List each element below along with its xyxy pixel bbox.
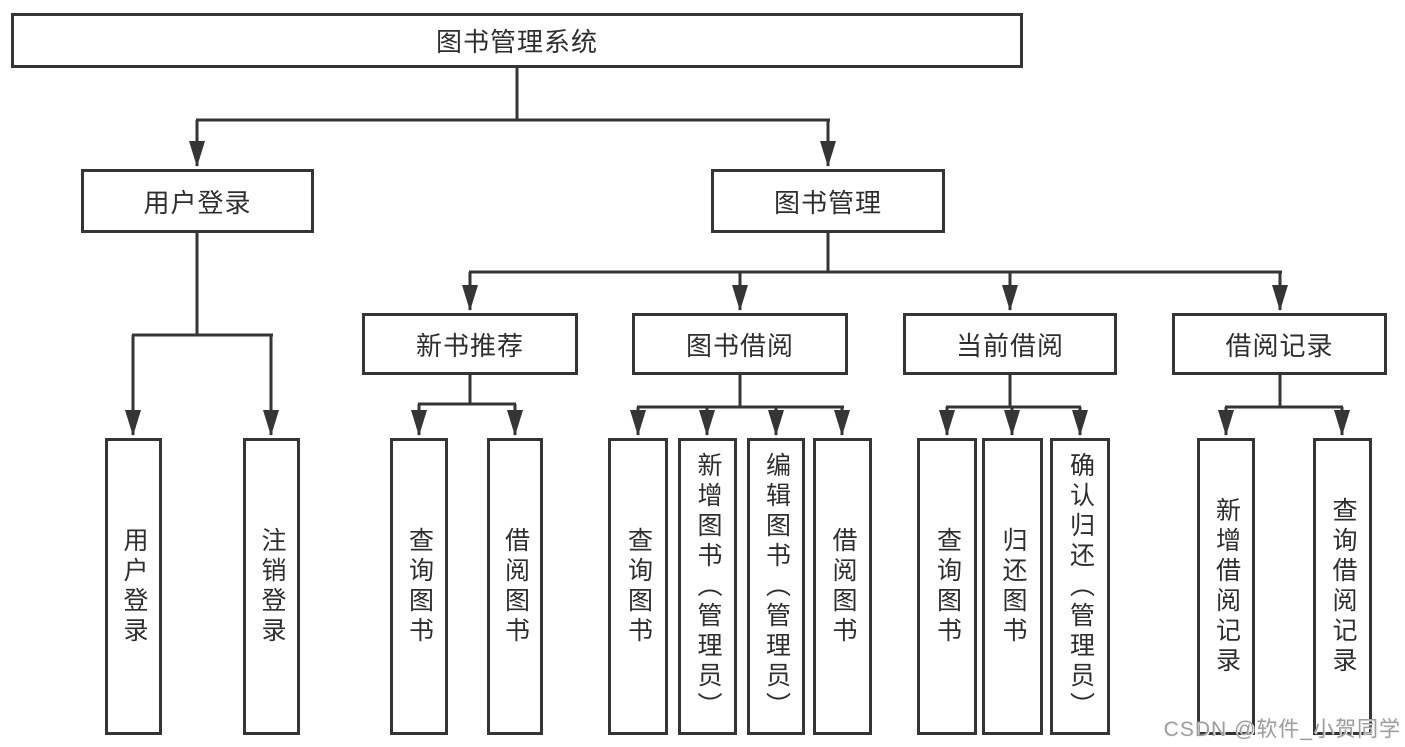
- leaf-query-books-1: 查询图书: [390, 438, 448, 735]
- node-current-borrow: 当前借阅: [903, 313, 1117, 375]
- node-label: 确认归还（管理员）: [1066, 451, 1095, 722]
- node-label: 图书管理系统: [435, 27, 598, 57]
- node-label: 图书借阅: [685, 330, 794, 361]
- node-label: 借阅记录: [1225, 330, 1334, 361]
- csdn-watermark: CSDN @软件_小贺同学: [1163, 718, 1401, 741]
- leaf-user-login: 用户登录: [105, 438, 162, 735]
- node-label: 用户登录: [120, 526, 148, 647]
- leaf-edit-book-admin: 编辑图书（管理员）: [747, 438, 805, 735]
- leaf-return-books: 归还图书: [982, 438, 1043, 735]
- node-label: 借阅图书: [829, 526, 857, 647]
- connector-user-login-to-leaves: [125, 233, 279, 436]
- node-new-book-recommend: 新书推荐: [362, 313, 578, 375]
- node-book-management: 图书管理: [711, 169, 945, 233]
- node-label: 图书管理: [773, 187, 882, 218]
- node-label: 归还图书: [999, 526, 1027, 647]
- leaf-logout: 注销登录: [243, 438, 300, 735]
- connector-new-book-to-leaves: [411, 375, 523, 436]
- connector-book-management-to-level3: [462, 233, 1288, 311]
- leaf-query-borrow-record: 查询借阅记录: [1313, 438, 1372, 735]
- node-label: 新增借阅记录: [1212, 496, 1241, 677]
- leaf-query-books-2: 查询图书: [608, 438, 668, 735]
- connector-root-to-level2: [189, 68, 836, 167]
- node-label: 查询图书: [624, 526, 653, 647]
- leaf-confirm-return-admin: 确认归还（管理员）: [1050, 438, 1110, 735]
- node-root-library-system: 图书管理系统: [11, 13, 1023, 68]
- node-label: 查询图书: [933, 526, 962, 647]
- node-label: 查询图书: [405, 526, 434, 647]
- node-label: 新书推荐: [415, 330, 524, 361]
- connector-book-borrow-to-leaves: [630, 375, 850, 436]
- node-label: 注销登录: [258, 526, 286, 647]
- node-borrow-records: 借阅记录: [1172, 313, 1387, 375]
- leaf-query-books-3: 查询图书: [917, 438, 977, 735]
- node-book-borrow: 图书借阅: [632, 313, 848, 375]
- leaf-add-borrow-record: 新增借阅记录: [1197, 438, 1255, 735]
- node-label: 借阅图书: [501, 526, 530, 647]
- node-label: 当前借阅: [955, 330, 1064, 361]
- node-label: 新增图书（管理员）: [694, 451, 722, 722]
- connector-borrow-records-to-leaves: [1218, 375, 1350, 436]
- node-label: 查询借阅记录: [1329, 496, 1357, 677]
- connector-current-borrow-to-leaves: [939, 375, 1088, 436]
- node-label: 用户登录: [143, 187, 252, 218]
- leaf-borrow-books-2: 借阅图书: [813, 438, 872, 735]
- node-label: 编辑图书（管理员）: [762, 451, 791, 722]
- leaf-add-book-admin: 新增图书（管理员）: [678, 438, 737, 735]
- leaf-borrow-books-1: 借阅图书: [487, 438, 543, 735]
- node-user-login: 用户登录: [81, 169, 314, 233]
